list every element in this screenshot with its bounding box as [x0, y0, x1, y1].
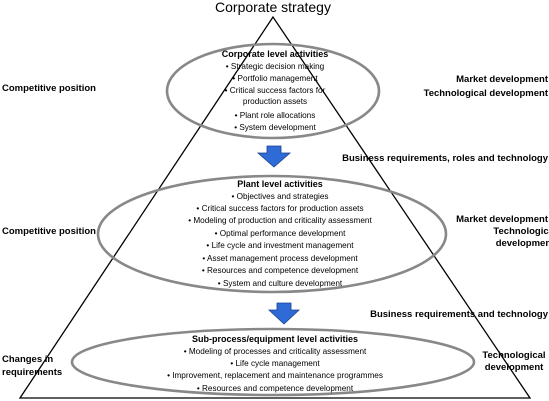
plant-item: • Modeling of production and criticality…: [188, 216, 372, 225]
equipment-item: • Life cycle management: [230, 359, 320, 368]
plant-item: • Life cycle and investment management: [206, 241, 354, 250]
equipment-left-label: Changes in: [2, 354, 53, 365]
equipment-item: • Modeling of processes and criticality …: [184, 347, 367, 356]
corporate-item: • Plant role allocations: [235, 111, 316, 120]
plant-right-label: Market development: [456, 214, 549, 225]
corporate-item: production assets: [243, 97, 307, 106]
corporate-item: • Critical success factors for: [225, 86, 326, 95]
diagram-title: Corporate strategy: [215, 0, 331, 15]
plant-right-label: development: [496, 238, 549, 249]
corporate-level-heading: Corporate level activities: [222, 49, 329, 59]
plant-left-label: Competitive position: [2, 226, 96, 237]
plant-right-label: Technological: [493, 226, 549, 237]
flow-label-1: Business requirements, roles and technol…: [342, 153, 549, 164]
corporate-item: • Strategic decision making: [226, 62, 325, 71]
equipment-item: • Resources and competence development: [197, 384, 354, 393]
equipment-right-label: Technological: [482, 350, 545, 361]
pyramid-outline: [18, 15, 532, 399]
corporate-left-label: Competitive position: [2, 83, 96, 94]
plant-level-ellipse: [96, 174, 448, 294]
corporate-item: • Portfolio management: [232, 74, 318, 83]
equipment-right-label: development: [485, 362, 544, 373]
equipment-left-label: requirements: [2, 367, 62, 378]
equipment-item: • Improvement, replacement and maintenan…: [167, 371, 383, 380]
plant-item: • Optimal performance development: [215, 229, 346, 238]
flow-label-2: Business requirements and technology: [370, 309, 549, 320]
plant-item: • Objectives and strategies: [231, 192, 328, 201]
plant-item: • System and culture development: [218, 279, 343, 288]
corporate-right-label: Market development: [456, 74, 549, 85]
corporate-right-label: Technological development: [424, 88, 549, 99]
equipment-level-ellipse: [70, 327, 476, 397]
down-arrow-icon: [256, 145, 292, 168]
equipment-level-heading: Sub-process/equipment level activities: [192, 334, 358, 344]
corporate-level-ellipse: [165, 42, 381, 140]
corporate-item: • System development: [234, 123, 316, 132]
plant-level-heading: Plant level activities: [237, 179, 323, 189]
plant-item: • Resources and competence development: [202, 266, 359, 275]
plant-item: • Critical success factors for productio…: [196, 204, 363, 213]
down-arrow-icon: [267, 302, 301, 325]
plant-item: • Asset management process development: [202, 254, 358, 263]
